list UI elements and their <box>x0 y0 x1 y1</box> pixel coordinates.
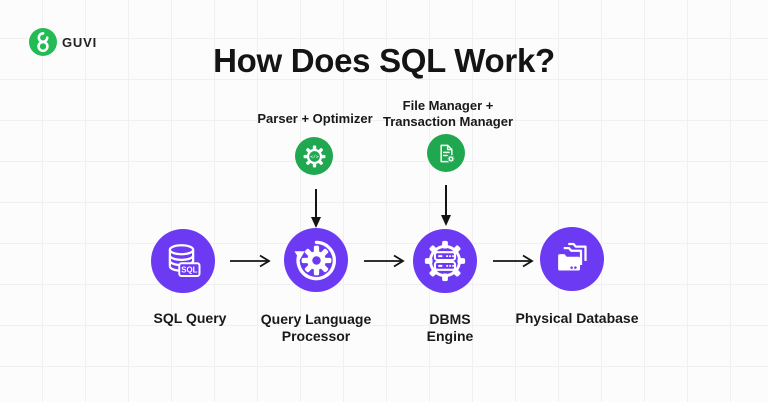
qlp-label-line2: Processor <box>281 328 351 344</box>
parser-optimizer-label: Parser + Optimizer <box>257 111 373 126</box>
code-glyph: </> <box>310 154 319 160</box>
sql-query-label: SQL Query <box>153 310 227 326</box>
arrow-right-1 <box>230 254 271 268</box>
parser-optimizer-node: </> <box>295 137 333 175</box>
dbms-engine-node <box>413 229 477 293</box>
query-language-processor-label: Query Language Processor <box>216 311 416 345</box>
database-sql-icon: SQL <box>168 244 201 277</box>
brand-name: GUVI <box>62 35 97 50</box>
sql-query-node: SQL <box>151 229 215 293</box>
physical-database-label: Physical Database <box>515 310 639 326</box>
arrow-right-3 <box>493 254 534 268</box>
physical-database-node <box>540 227 604 291</box>
file-manager-label-line2: Transaction Manager <box>382 114 514 129</box>
guvi-logo-icon <box>29 28 57 56</box>
dbms-engine-label: DBMS Engine <box>350 311 550 345</box>
query-language-processor-node <box>284 228 348 292</box>
arrow-down-file-manager <box>441 185 451 226</box>
server-gear-icon <box>424 240 466 282</box>
file-manager-node <box>427 134 465 172</box>
sql-badge-text: SQL <box>181 266 197 275</box>
file-manager-label: File Manager + Transaction Manager <box>348 98 548 130</box>
gear-sync-icon <box>293 240 336 280</box>
qlp-label-line1: Query Language <box>260 311 372 327</box>
dbms-label-line1: DBMS <box>429 311 471 327</box>
brand-logo <box>29 28 57 56</box>
arrow-down-parser <box>311 189 321 228</box>
gear-code-icon: </> <box>303 145 325 167</box>
folders-icon <box>558 242 587 271</box>
arrow-right-2 <box>364 254 405 268</box>
document-gear-icon <box>439 144 455 163</box>
dbms-label-line2: Engine <box>426 328 474 344</box>
file-manager-label-line1: File Manager + <box>402 98 494 113</box>
page-title: How Does SQL Work? <box>213 42 555 79</box>
